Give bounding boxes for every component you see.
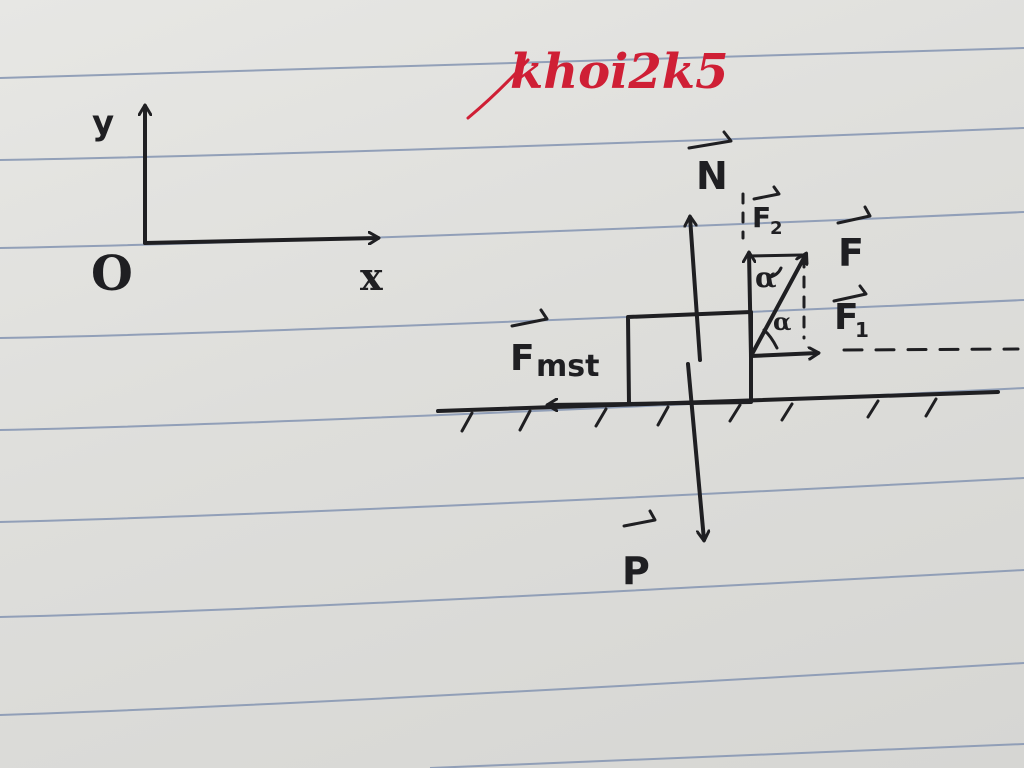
signature-group: khoi2k5 — [466, 44, 728, 120]
vertical-component-label-subscript: 2 — [770, 218, 783, 239]
friction-force-label-group: F mst — [510, 308, 599, 384]
force-system: N P F mst F 2 F F 1 — [436, 130, 1020, 593]
hatch-mark — [780, 402, 794, 422]
weight-force-label: P — [622, 549, 650, 593]
normal-force-arrow — [690, 217, 702, 362]
angle-label-bottom: α — [773, 307, 791, 336]
vertical-component-label-main: F — [752, 201, 771, 234]
hatch-mark — [594, 407, 608, 428]
x-axis — [143, 238, 378, 243]
hatch-mark — [460, 411, 474, 433]
friction-vector-mark — [510, 308, 549, 328]
ruled-line — [0, 662, 1024, 716]
normal-force-label: N — [696, 154, 728, 198]
ruled-lines — [0, 47, 1024, 768]
applied-force-label-group: F — [836, 205, 872, 275]
ruled-line — [0, 299, 1024, 339]
angle-arc-bottom — [762, 328, 779, 350]
signature-text: khoi2k5 — [510, 44, 728, 100]
vertical-component-vector-mark — [752, 185, 781, 201]
applied-force-label: F — [838, 231, 864, 275]
y-axis-label: y — [92, 103, 114, 143]
horizontal-component-vector-mark — [832, 284, 868, 303]
vertical-component-arrow — [749, 253, 751, 358]
applied-vector-mark — [836, 205, 872, 225]
horizontal-component-label-group: F 1 — [832, 284, 869, 342]
applied-force-arrow — [749, 254, 806, 358]
ruled-line — [0, 127, 1024, 161]
friction-force-label-main: F — [510, 338, 535, 379]
signature-stroke — [466, 58, 530, 120]
x-axis-label: x — [360, 254, 383, 299]
horizontal-component-label-subscript: 1 — [855, 318, 869, 342]
angle-label-top: α — [755, 261, 777, 294]
ruled-line — [0, 477, 1024, 523]
friction-force-label-subscript: mst — [536, 349, 599, 384]
origin-label: O — [91, 246, 133, 302]
normal-vector-mark — [687, 130, 733, 150]
ruled-line — [429, 743, 1024, 768]
vertical-component-label-group: F 2 — [752, 185, 783, 239]
weight-force-arrow — [686, 362, 704, 540]
extension-dashed-line — [842, 347, 1020, 352]
angle-arc-top — [768, 266, 783, 279]
hatch-mark — [728, 403, 742, 423]
horizontal-component-label-main: F — [834, 297, 859, 338]
hatch-mark — [866, 399, 880, 419]
horizontal-component-arrow — [749, 353, 818, 356]
ground-hatches — [460, 397, 938, 433]
hatch-mark — [656, 405, 670, 427]
friction-force-arrow — [548, 404, 632, 405]
construction-line-top — [746, 253, 804, 258]
block — [626, 310, 753, 406]
hatch-mark — [924, 397, 938, 418]
weight-vector-mark — [622, 509, 657, 528]
hatch-mark — [518, 409, 532, 432]
coordinate-axes: y x O — [91, 103, 383, 302]
ruled-line — [0, 569, 1024, 618]
